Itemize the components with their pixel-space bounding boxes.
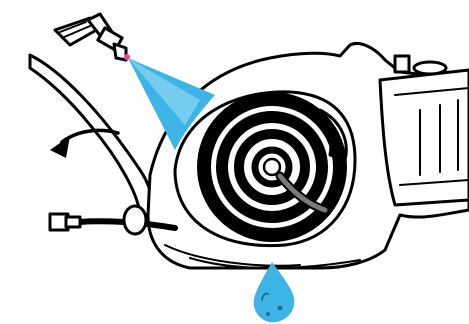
reel-cover-door [30, 55, 152, 215]
spray-nozzle-icon [55, 14, 130, 60]
water-drop-icon [254, 262, 295, 322]
hose-reel-icon [204, 99, 340, 235]
